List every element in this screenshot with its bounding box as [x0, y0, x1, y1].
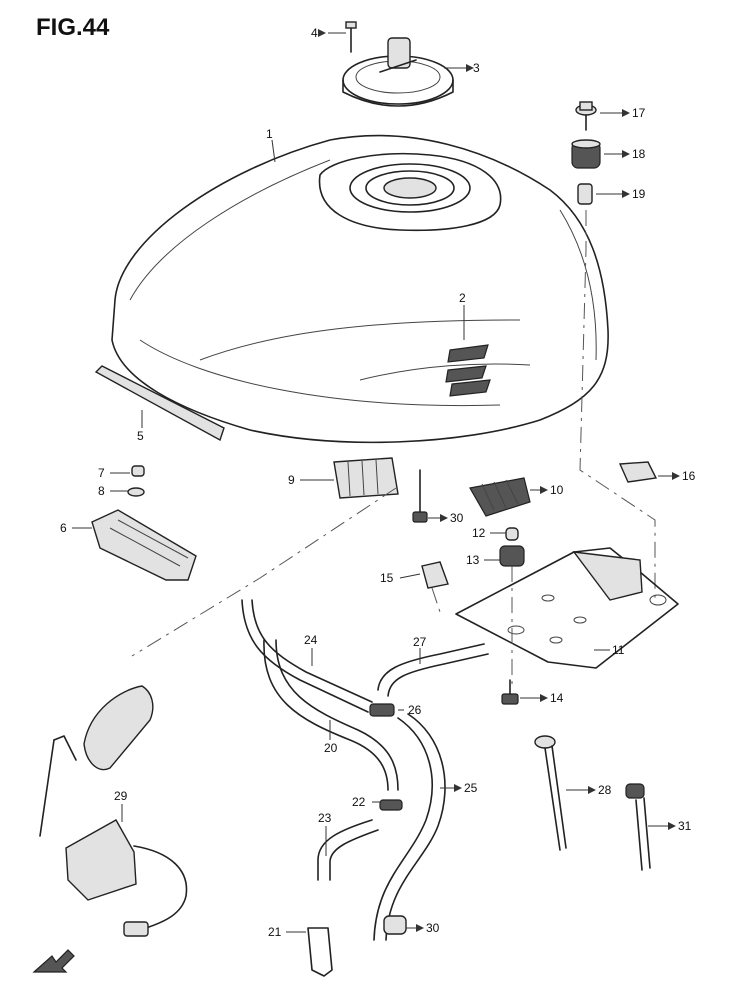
strap-28 — [534, 735, 567, 851]
callout-30-upper: 30 — [450, 511, 464, 525]
mount-bolt — [575, 101, 597, 131]
callout-15: 15 — [380, 571, 394, 585]
fitting-22 — [379, 799, 403, 811]
callout-2: 2 — [459, 291, 466, 305]
cap-15 — [421, 561, 449, 589]
mount-collar — [577, 183, 593, 205]
mount-cushion — [571, 139, 601, 169]
tank-emblem — [445, 344, 491, 397]
callout-6: 6 — [60, 521, 67, 535]
callout-1: 1 — [266, 127, 273, 141]
callout-9: 9 — [288, 473, 295, 487]
fuel-tank — [111, 134, 609, 444]
mounting-plate — [455, 547, 679, 669]
callout-29: 29 — [114, 789, 128, 803]
callout-18: 18 — [632, 147, 646, 161]
callout-30-lower: 30 — [426, 921, 440, 935]
callout-numbers: 1 2 3 4 5 6 7 8 9 10 11 12 13 14 15 16 1… — [60, 26, 696, 939]
connector-bracket — [469, 477, 531, 517]
hose-20 — [263, 639, 399, 791]
bolt-12 — [505, 527, 519, 541]
clip-21 — [307, 927, 333, 977]
hose-25 — [373, 713, 446, 941]
front-arrow-icon — [32, 949, 75, 973]
cap-screw — [345, 21, 357, 53]
callout-27: 27 — [413, 635, 427, 649]
screw-small — [131, 465, 145, 477]
callout-11: 11 — [612, 643, 625, 657]
leader-lines — [72, 32, 672, 933]
washer — [127, 487, 145, 497]
callout-8: 8 — [98, 484, 105, 498]
callout-7: 7 — [98, 466, 105, 480]
callout-21: 21 — [268, 925, 282, 939]
cushion-13 — [499, 545, 525, 567]
hose-23 — [317, 819, 379, 881]
callout-3: 3 — [473, 61, 480, 75]
cap-30-lower — [383, 915, 407, 935]
tank-hinge — [91, 509, 197, 581]
callout-20: 20 — [324, 741, 338, 755]
callout-14: 14 — [550, 691, 564, 705]
callout-22: 22 — [352, 795, 366, 809]
joint-26 — [369, 703, 395, 717]
leader-arrowheads — [318, 29, 680, 932]
callout-24: 24 — [304, 633, 318, 647]
figure-title: FIG.44 — [36, 14, 110, 41]
rubber-pad — [333, 457, 399, 499]
callout-25: 25 — [464, 781, 478, 795]
callout-31: 31 — [678, 819, 692, 833]
callout-19: 19 — [632, 187, 646, 201]
side-strip — [94, 365, 225, 442]
callout-23: 23 — [318, 811, 332, 825]
bolt-14 — [501, 679, 519, 705]
fuel-cap — [342, 37, 454, 107]
callout-5: 5 — [137, 429, 144, 443]
callout-13: 13 — [466, 553, 480, 567]
small-cushion — [618, 461, 658, 483]
bolt-upper — [412, 469, 428, 523]
fuel-pump-assembly — [39, 685, 188, 937]
hose-24 — [241, 599, 373, 713]
band-31 — [625, 783, 651, 871]
hose-27 — [377, 643, 489, 697]
callout-28: 28 — [598, 783, 612, 797]
callout-10: 10 — [550, 483, 564, 497]
callout-26: 26 — [408, 703, 422, 717]
callout-12: 12 — [472, 526, 486, 540]
callout-17: 17 — [632, 106, 646, 120]
callout-4: 4 — [311, 26, 318, 40]
callout-16: 16 — [682, 469, 696, 483]
